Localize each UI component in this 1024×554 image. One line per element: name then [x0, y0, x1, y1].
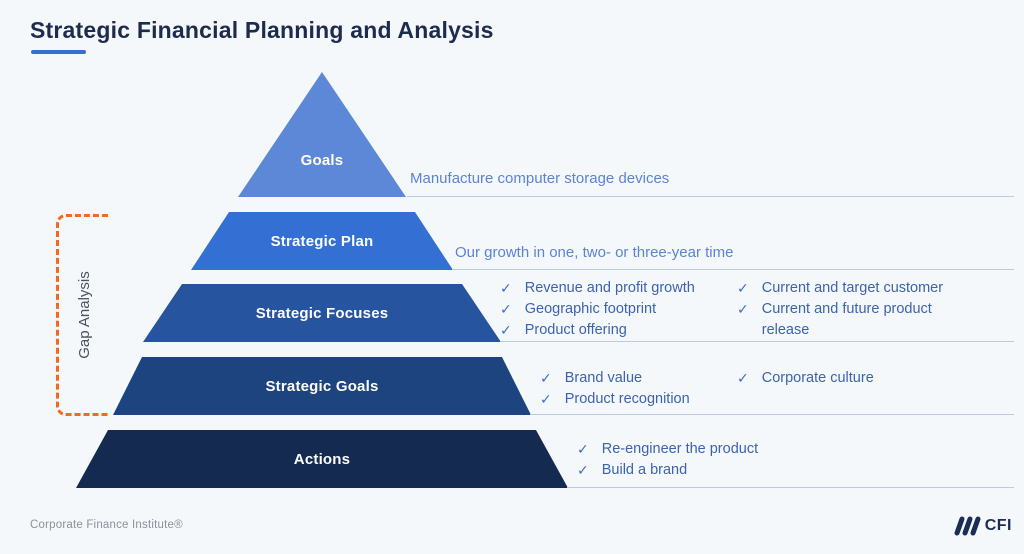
checklist-item: ✓ Revenue and profit growth [500, 278, 695, 299]
tier-label: Strategic Goals [265, 377, 379, 395]
checklist-item-label: Current and future product release [761, 301, 932, 338]
checklist-item-label: Re-engineer the product [601, 441, 759, 457]
cfi-logo-bars-icon [954, 516, 981, 536]
tier-label: Strategic Plan [270, 232, 374, 250]
pyramid-tier-goals: Goals [238, 72, 406, 197]
tier-label: Actions [293, 450, 351, 468]
checklist-item-label: Revenue and profit growth [524, 280, 695, 296]
goals-note: Manufacture computer storage devices [410, 170, 670, 187]
checklist-item: ✓ Brand value [540, 368, 690, 389]
page-title: Strategic Financial Planning and Analysi… [30, 17, 494, 43]
checklist-item-label: Brand value [564, 370, 643, 386]
attribution-text: Corporate Finance Institute® [30, 519, 183, 531]
checklist-item-label: Product offering [524, 322, 627, 338]
pyramid-tier-strategic-goals: Strategic Goals [113, 357, 531, 415]
checklist-item-label: Product recognition [564, 391, 690, 407]
check-icon: ✓ [737, 280, 749, 296]
checklist-item: ✓ Re-engineer the product [577, 439, 758, 460]
checklist-item: ✓ Current and future product release [737, 299, 955, 341]
gap-analysis-label: Gap Analysis [76, 271, 93, 359]
checklist-item: ✓ Geographic footprint [500, 299, 695, 320]
tier-label: Strategic Focuses [255, 304, 389, 322]
tier-label: Goals [300, 152, 344, 169]
checklist-item-label: Corporate culture [761, 370, 874, 386]
check-icon: ✓ [577, 462, 589, 478]
checklist-item: ✓ Product recognition [540, 389, 690, 410]
checklist-item: ✓ Product offering [500, 320, 695, 341]
strategic-focuses-checklist-col2: ✓ Current and target customer ✓ Current … [737, 278, 955, 341]
cfi-logo: CFI [951, 513, 1012, 539]
checklist-item: ✓ Corporate culture [737, 368, 874, 389]
strategic-focuses-checklist-col1: ✓ Revenue and profit growth ✓ Geographic… [500, 278, 695, 341]
checklist-item-label: Build a brand [601, 462, 688, 478]
annotation-rule [452, 269, 1014, 270]
check-icon: ✓ [540, 370, 552, 386]
check-icon: ✓ [577, 441, 589, 457]
checklist-item: ✓ Current and target customer [737, 278, 955, 299]
check-icon: ✓ [540, 391, 552, 407]
actions-checklist: ✓ Re-engineer the product ✓ Build a bran… [577, 439, 758, 481]
strategic-plan-note: Our growth in one, two- or three-year ti… [455, 244, 734, 261]
annotation-rule [500, 341, 1014, 342]
cfi-logo-text: CFI [984, 517, 1012, 534]
pyramid-tier-strategic-focuses: Strategic Focuses [143, 284, 501, 342]
annotation-rule [407, 196, 1014, 197]
check-icon: ✓ [500, 322, 512, 338]
checklist-item-label: Geographic footprint [524, 301, 657, 317]
checklist-item-label: Current and target customer [761, 280, 944, 296]
pyramid-tier-strategic-plan: Strategic Plan [191, 212, 453, 270]
check-icon: ✓ [500, 280, 512, 296]
strategic-goals-checklist-col2: ✓ Corporate culture [737, 368, 874, 389]
checklist-item: ✓ Build a brand [577, 460, 758, 481]
annotation-rule [567, 487, 1014, 488]
check-icon: ✓ [500, 301, 512, 317]
check-icon: ✓ [737, 370, 749, 386]
gap-analysis-bracket [56, 214, 108, 416]
check-icon: ✓ [737, 301, 749, 317]
strategic-goals-checklist-col1: ✓ Brand value ✓ Product recognition [540, 368, 690, 410]
pyramid-tier-actions: Actions [76, 430, 568, 488]
annotation-rule [530, 414, 1014, 415]
title-accent-underline [31, 50, 86, 54]
